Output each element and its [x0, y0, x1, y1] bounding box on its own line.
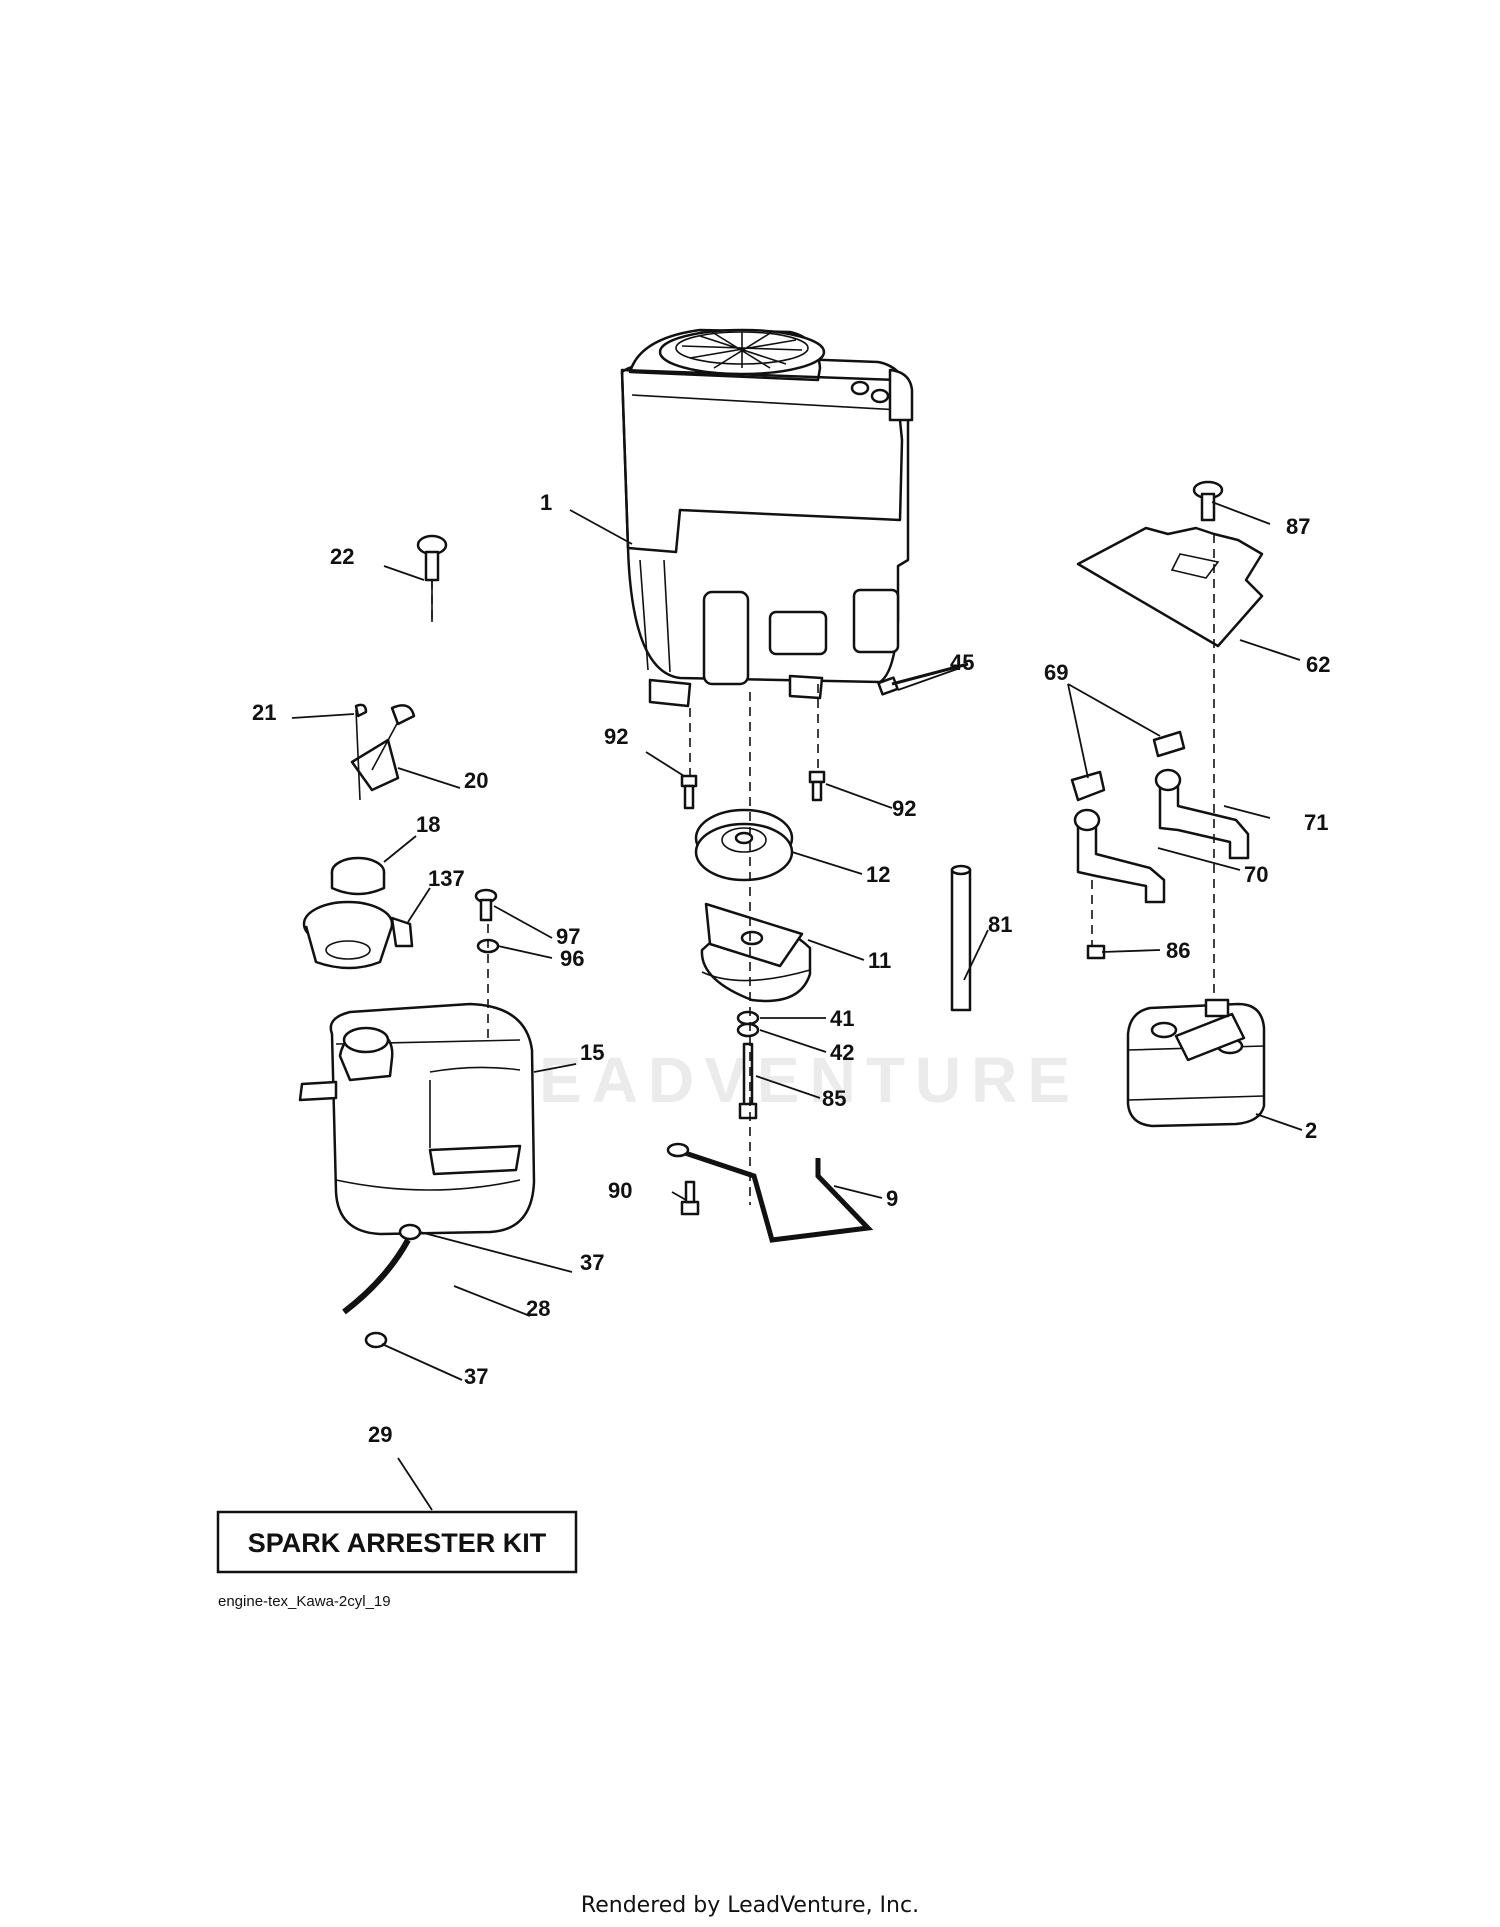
- callout-81: 81: [988, 912, 1012, 937]
- callout-28: 28: [526, 1296, 550, 1321]
- callout-42: 42: [830, 1040, 854, 1065]
- callout-97: 97: [556, 924, 580, 949]
- callout-62: 62: [1306, 652, 1330, 677]
- callout-18: 18: [416, 812, 440, 837]
- hose-clamp-upper: [398, 1223, 422, 1241]
- fuel-line-part: [342, 1238, 411, 1315]
- callout-12: 12: [866, 862, 890, 887]
- muffler-part: [1126, 998, 1266, 1128]
- assembly-lines: [431, 534, 1215, 1205]
- callout-71: 71: [1304, 810, 1328, 835]
- callout-87: 87: [1286, 514, 1310, 539]
- fuel-cap-part: [330, 856, 386, 896]
- washer-41: [736, 1010, 760, 1026]
- callout-11: 11: [868, 948, 891, 973]
- callout-37-lower: 37: [464, 1364, 488, 1389]
- throttle-control-part: [350, 703, 416, 801]
- bolt-45: [877, 662, 969, 696]
- exhaust-pipe-70: [1073, 808, 1166, 904]
- callout-69: 69: [1044, 660, 1068, 685]
- heat-shield-part: [1076, 526, 1264, 648]
- pto-clutch-part: [700, 902, 812, 1003]
- callout-labels: 1 2 9 11 12 15 18 20 21 22 28 29 37 37 4…: [252, 490, 1330, 1447]
- callout-1: 1: [540, 490, 552, 515]
- callout-15: 15: [580, 1040, 604, 1065]
- callout-2: 2: [1305, 1118, 1317, 1143]
- fuel-adapter-part: [302, 900, 414, 970]
- callout-92-left: 92: [604, 724, 628, 749]
- fuel-tank-part: [298, 1002, 536, 1236]
- watermark: LEADVENTURE: [490, 1044, 1080, 1116]
- callout-9: 9: [886, 1186, 898, 1211]
- footer-credit: Rendered by LeadVenture, Inc.: [581, 1893, 919, 1918]
- callout-20: 20: [464, 768, 488, 793]
- callout-70: 70: [1244, 862, 1268, 887]
- engine-part: [620, 328, 914, 708]
- bolt-92-right: [808, 770, 826, 802]
- nut-86: [1086, 944, 1106, 960]
- bolt-92-left: [680, 774, 698, 810]
- callout-22: 22: [330, 544, 354, 569]
- tube-81-part: [950, 864, 972, 1012]
- knob-87: [1192, 480, 1224, 522]
- callout-86: 86: [1166, 938, 1190, 963]
- callout-41: 41: [830, 1006, 854, 1031]
- spark-arrester-kit-box: SPARK ARRESTER KIT: [216, 1510, 578, 1574]
- callout-137: 137: [428, 866, 465, 891]
- washer-42: [736, 1022, 760, 1038]
- leader-lines: [291, 501, 1303, 1511]
- callout-29: 29: [368, 1422, 392, 1447]
- bolt-97: [474, 888, 498, 922]
- callout-92-right: 92: [892, 796, 916, 821]
- callout-21: 21: [252, 700, 276, 725]
- hose-clamp-lower: [364, 1331, 388, 1349]
- callout-45: 45: [950, 650, 974, 675]
- kit-label: SPARK ARRESTER KIT: [248, 1528, 547, 1558]
- bolt-90: [680, 1180, 700, 1216]
- callout-90: 90: [608, 1178, 632, 1203]
- callout-85: 85: [822, 1086, 846, 1111]
- pulley-part: [694, 808, 794, 882]
- exhaust-pipe-71: [1154, 768, 1250, 860]
- diagram-code: engine-tex_Kawa-2cyl_19: [218, 1593, 391, 1610]
- callout-96: 96: [560, 946, 584, 971]
- exhaust-gasket-part: [1070, 730, 1186, 802]
- callout-37-upper: 37: [580, 1250, 604, 1275]
- control-rod-part: [666, 1142, 874, 1243]
